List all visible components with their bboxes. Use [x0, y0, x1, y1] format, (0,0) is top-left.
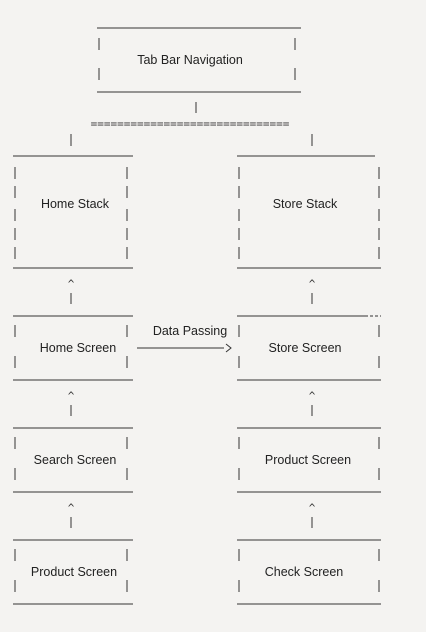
home-stack-node: Home Stack [40, 197, 110, 211]
caret-icon: ^ [67, 501, 75, 515]
product-screen-left-node: Product Screen [30, 565, 118, 579]
branch-separator: ============================== [90, 117, 290, 131]
store-stack-node: Store Stack [272, 197, 338, 211]
tab-bar-navigation-node: Tab Bar Navigation [137, 53, 243, 67]
store-screen-node: Store Screen [268, 341, 342, 355]
search-screen-box-frame [13, 427, 133, 493]
home-screen-box-frame [13, 315, 133, 381]
caret-icon: ^ [308, 389, 316, 403]
store-stack-box-frame [237, 155, 381, 269]
home-stack-box-frame [13, 155, 133, 269]
caret-icon: ^ [308, 277, 316, 291]
tab-bar-box-frame [97, 27, 301, 93]
check-screen-node: Check Screen [264, 565, 344, 579]
caret-icon: ^ [308, 501, 316, 515]
data-passing-label: Data Passing [152, 324, 228, 338]
caret-icon: ^ [67, 389, 75, 403]
search-screen-node: Search Screen [33, 453, 117, 467]
product-screen-right-box-frame [237, 427, 381, 493]
data-passing-arrow [137, 343, 232, 353]
store-screen-box-frame [237, 315, 381, 381]
home-screen-node: Home Screen [39, 341, 117, 355]
caret-icon: ^ [67, 277, 75, 291]
check-screen-box-frame [237, 539, 381, 605]
product-screen-left-box-frame [13, 539, 133, 605]
product-screen-right-node: Product Screen [264, 453, 352, 467]
